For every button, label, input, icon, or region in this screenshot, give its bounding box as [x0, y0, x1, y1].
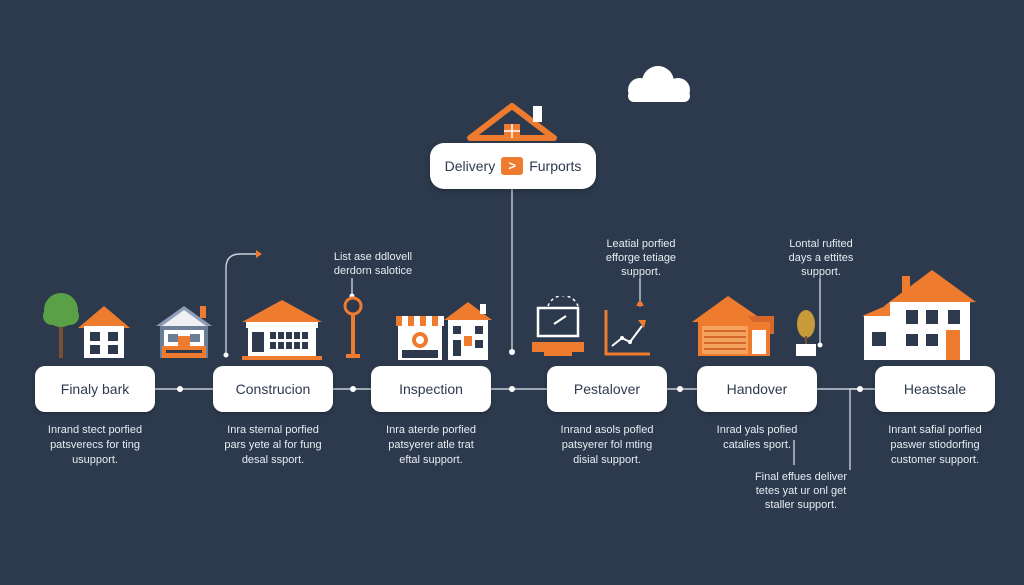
- small-house-icon: [156, 306, 212, 358]
- stage-description-handover: Inrad yals pofied catalies sport.: [716, 424, 798, 451]
- hub-label-left: Delivery: [444, 158, 496, 174]
- townhouse-icon: [444, 302, 492, 360]
- large-house-icon: [862, 270, 976, 360]
- handover-footnote: Final effues deliver tetes yat ur onl ge…: [754, 471, 848, 511]
- stage-box-finaly-bark: Finaly bark: [35, 366, 155, 412]
- inspection-note: List ase ddlovell derdorn salotice: [333, 251, 413, 277]
- cloud-icon: [628, 66, 690, 102]
- stage-description-finaly-bark: Inrand stect porfied patsverecs for ting…: [47, 424, 143, 466]
- stage-description-pestalover: Inrand asols pofled patsyerer fol mting …: [560, 424, 654, 466]
- stage-box-construction: Construcion: [213, 366, 333, 412]
- potted-plant-icon: [796, 310, 816, 356]
- house-with-tree-icon: [43, 293, 130, 358]
- hub-delivery-furports: Delivery > Furports: [430, 143, 596, 189]
- storefront-icon: [396, 316, 444, 360]
- stage-description-heastsale: Inrant safial porfied paswer stiodorfing…: [888, 424, 982, 466]
- hub-arrow-icon: >: [501, 157, 524, 175]
- stage-box-handover: Handover: [697, 366, 817, 412]
- stage-label: Inspection: [399, 381, 463, 397]
- stage-box-heastsale: Heastsale: [875, 366, 995, 412]
- growth-chart-icon: [604, 310, 650, 356]
- stage-label: Handover: [726, 381, 788, 397]
- pestalover-note: Leatial porfied efforge tetiage support.: [605, 238, 677, 278]
- stage-label: Pestalover: [573, 381, 641, 397]
- stage-description-inspection: Inra aterde porfied patsyerer atle trat …: [386, 424, 476, 466]
- hub-house-icon: [467, 103, 557, 141]
- hub-label-right: Furports: [529, 158, 582, 174]
- stage-label: Heastsale: [903, 381, 967, 397]
- stage-box-pestalover: Pestalover: [547, 366, 667, 412]
- stage-label: Construcion: [235, 381, 311, 397]
- stage-description-construction: Inra sternal porfied pars yete al for fu…: [224, 424, 322, 466]
- stage-box-inspection: Inspection: [371, 366, 491, 412]
- lamp-post-icon: [343, 296, 363, 358]
- handover-note: Lontal rufited days a ettites support.: [788, 238, 854, 278]
- garage-house-icon: [692, 296, 774, 356]
- laptop-icon: [532, 296, 584, 356]
- building-icon: [242, 300, 322, 360]
- stage-label: Finaly bark: [60, 381, 130, 397]
